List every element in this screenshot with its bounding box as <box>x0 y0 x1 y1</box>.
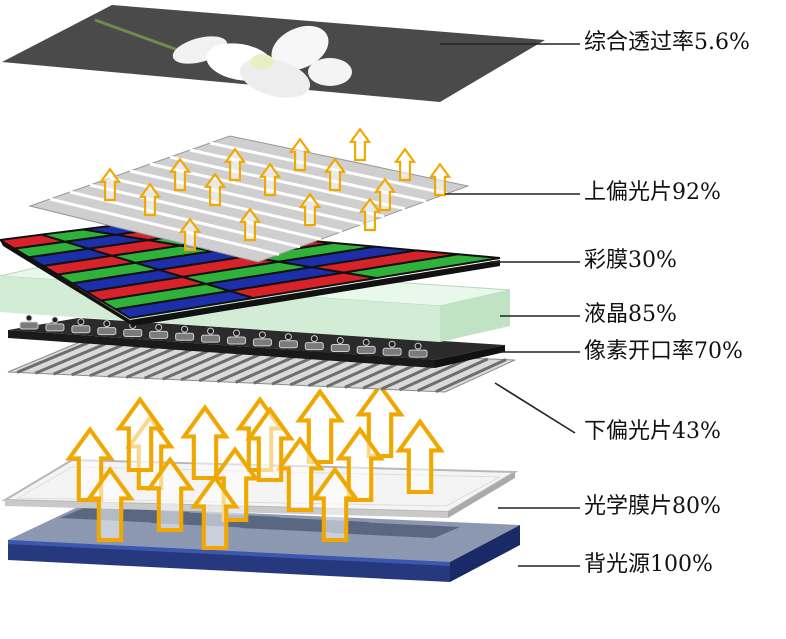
label-optical-film: 光学膜片80% <box>584 494 721 519</box>
tft-cell <box>201 334 221 343</box>
lily-flower-image <box>94 18 352 98</box>
polarizer-stripe <box>435 358 507 393</box>
polarizer-stripe <box>49 197 280 256</box>
light-arrow-icon <box>395 418 445 495</box>
lower-polarizer-layer <box>7 340 516 393</box>
color-filter-cell <box>343 253 501 280</box>
tft-cell <box>71 325 91 334</box>
tft-via <box>51 316 59 324</box>
tft-cell <box>175 332 195 341</box>
light-arrow-icon <box>393 147 417 182</box>
tft-cell <box>227 336 246 345</box>
light-arrow-icon <box>348 127 372 162</box>
polarizer-stripe <box>162 346 235 381</box>
light-arrow-icon <box>258 162 282 197</box>
light-arrows-small <box>98 127 452 252</box>
polarizer-stripe <box>34 341 108 375</box>
tft-cell <box>252 338 272 347</box>
light-arrow-icon <box>295 388 345 465</box>
tft-via <box>388 340 396 348</box>
tft-cell <box>330 344 350 352</box>
label-backlight: 背光源100% <box>584 552 713 577</box>
polarizer-stripe <box>16 340 90 374</box>
light-arrow-icon <box>323 157 347 192</box>
tft-cell <box>123 329 143 337</box>
polarizer-stripe <box>417 357 489 393</box>
polarizer-stripe <box>52 342 126 376</box>
tft-cell <box>97 327 117 336</box>
tft-via <box>207 327 215 335</box>
tft-via <box>25 314 33 322</box>
light-arrow-icon <box>298 192 322 227</box>
tft-via <box>103 320 111 328</box>
polarizer-stripe <box>69 190 301 249</box>
tft-via <box>155 323 163 331</box>
label-composite-transmittance: 综合透过率5.6% <box>584 30 750 55</box>
tft-via <box>284 333 292 341</box>
composite-image-layer <box>2 5 545 102</box>
label-color-filter: 彩膜30% <box>584 248 677 273</box>
label-upper-polarizer: 上偏光片92% <box>584 180 721 205</box>
light-arrow-icon <box>275 436 325 513</box>
polarizer-stripe <box>125 345 199 379</box>
light-arrow-icon <box>310 466 360 543</box>
tft-cell <box>45 323 65 332</box>
light-arrow-icon <box>355 382 405 459</box>
light-arrow-icon <box>190 474 240 551</box>
label-liquid-crystal: 液晶85% <box>584 302 677 327</box>
backlight-layer <box>8 506 520 582</box>
light-arrow-icon <box>373 177 397 212</box>
tft-cell <box>304 342 324 351</box>
polarizer-stripe <box>129 169 364 226</box>
light-arrow-icon <box>223 147 247 182</box>
light-arrow-icon <box>358 197 382 232</box>
tft-cell <box>408 349 428 358</box>
polarizer-stripe <box>143 346 217 380</box>
tft-via <box>77 318 85 326</box>
tft-cell <box>149 330 169 339</box>
polarizer-stripe <box>169 155 406 211</box>
light-arrow-icon <box>138 182 162 217</box>
leader-line-lower-polarizer <box>494 382 576 434</box>
polarizer-stripe <box>89 343 163 378</box>
light-arrow-icon <box>335 426 385 503</box>
label-lower-polarizer: 下偏光片43% <box>584 419 721 444</box>
light-arrow-icon <box>178 217 202 252</box>
tft-via <box>233 329 240 337</box>
light-arrows-large <box>65 382 445 551</box>
polarizer-stripe <box>398 356 471 392</box>
polarizer-stripe <box>89 183 322 241</box>
aperture-layer <box>8 314 505 368</box>
light-arrow-icon <box>428 162 452 197</box>
light-arrow-icon <box>85 466 135 543</box>
light-arrow-icon <box>245 406 295 483</box>
tft-via <box>336 337 344 344</box>
tft-cell <box>19 321 39 330</box>
light-arrow-icon <box>238 207 262 242</box>
light-arrow-icon <box>288 137 312 172</box>
light-arrow-icon <box>145 456 195 533</box>
tft-cell <box>382 347 402 356</box>
tft-via <box>258 331 266 339</box>
tft-cell <box>356 345 376 354</box>
light-arrow-icon <box>98 167 122 202</box>
tft-via <box>181 325 189 333</box>
tft-via <box>414 342 422 350</box>
polarizer-stripe <box>71 343 145 377</box>
tft-cell <box>278 340 298 349</box>
light-arrow-icon <box>180 404 230 481</box>
light-arrow-icon <box>115 396 165 473</box>
light-arrow-icon <box>203 172 227 207</box>
light-arrow-icon <box>168 157 192 192</box>
label-pixel-aperture: 像素开口率70% <box>584 339 743 364</box>
polarizer-stripe <box>107 344 181 378</box>
tft-via <box>310 335 318 343</box>
tft-via <box>362 338 370 346</box>
